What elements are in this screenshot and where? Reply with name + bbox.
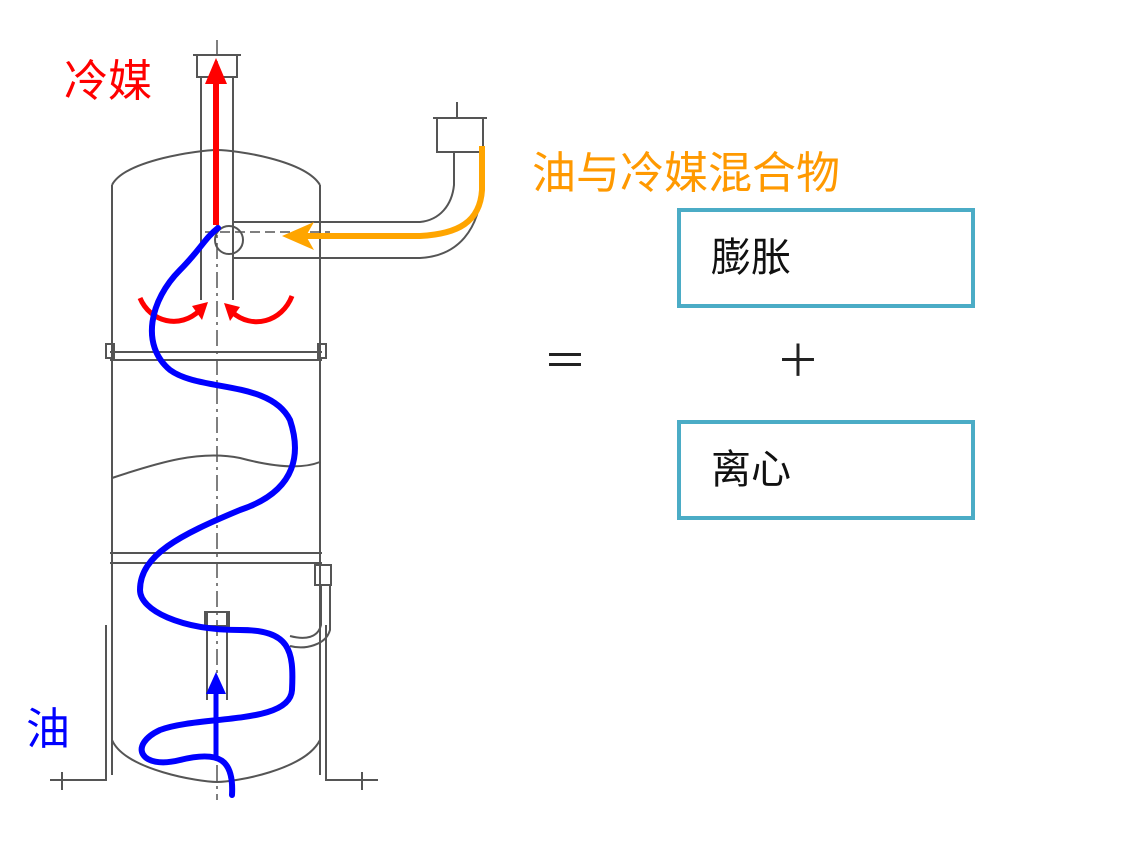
oil-label: 油 [26,704,70,755]
expansion-label: 膨胀 [711,235,791,281]
centrifugal-label: 离心 [711,447,791,493]
refrigerant-label: 冷媒 [64,56,152,107]
refrigerant-flow-arrows [137,58,295,325]
swirl-arrow-left [137,296,202,324]
equals-sign: ＝ [543,336,587,387]
refrigerant-arrowhead [205,58,227,84]
mixture-label: 油与冷媒混合物 [532,148,840,199]
expansion-box: 膨胀 [677,208,975,308]
swirl-arrow-right [230,294,295,325]
oil-flow-path [136,225,298,798]
centrifugal-box: 离心 [677,420,975,520]
vessel-drawing [50,40,487,800]
mixture-flow-arrow [282,146,485,250]
plus-sign: ＋ [776,336,820,387]
